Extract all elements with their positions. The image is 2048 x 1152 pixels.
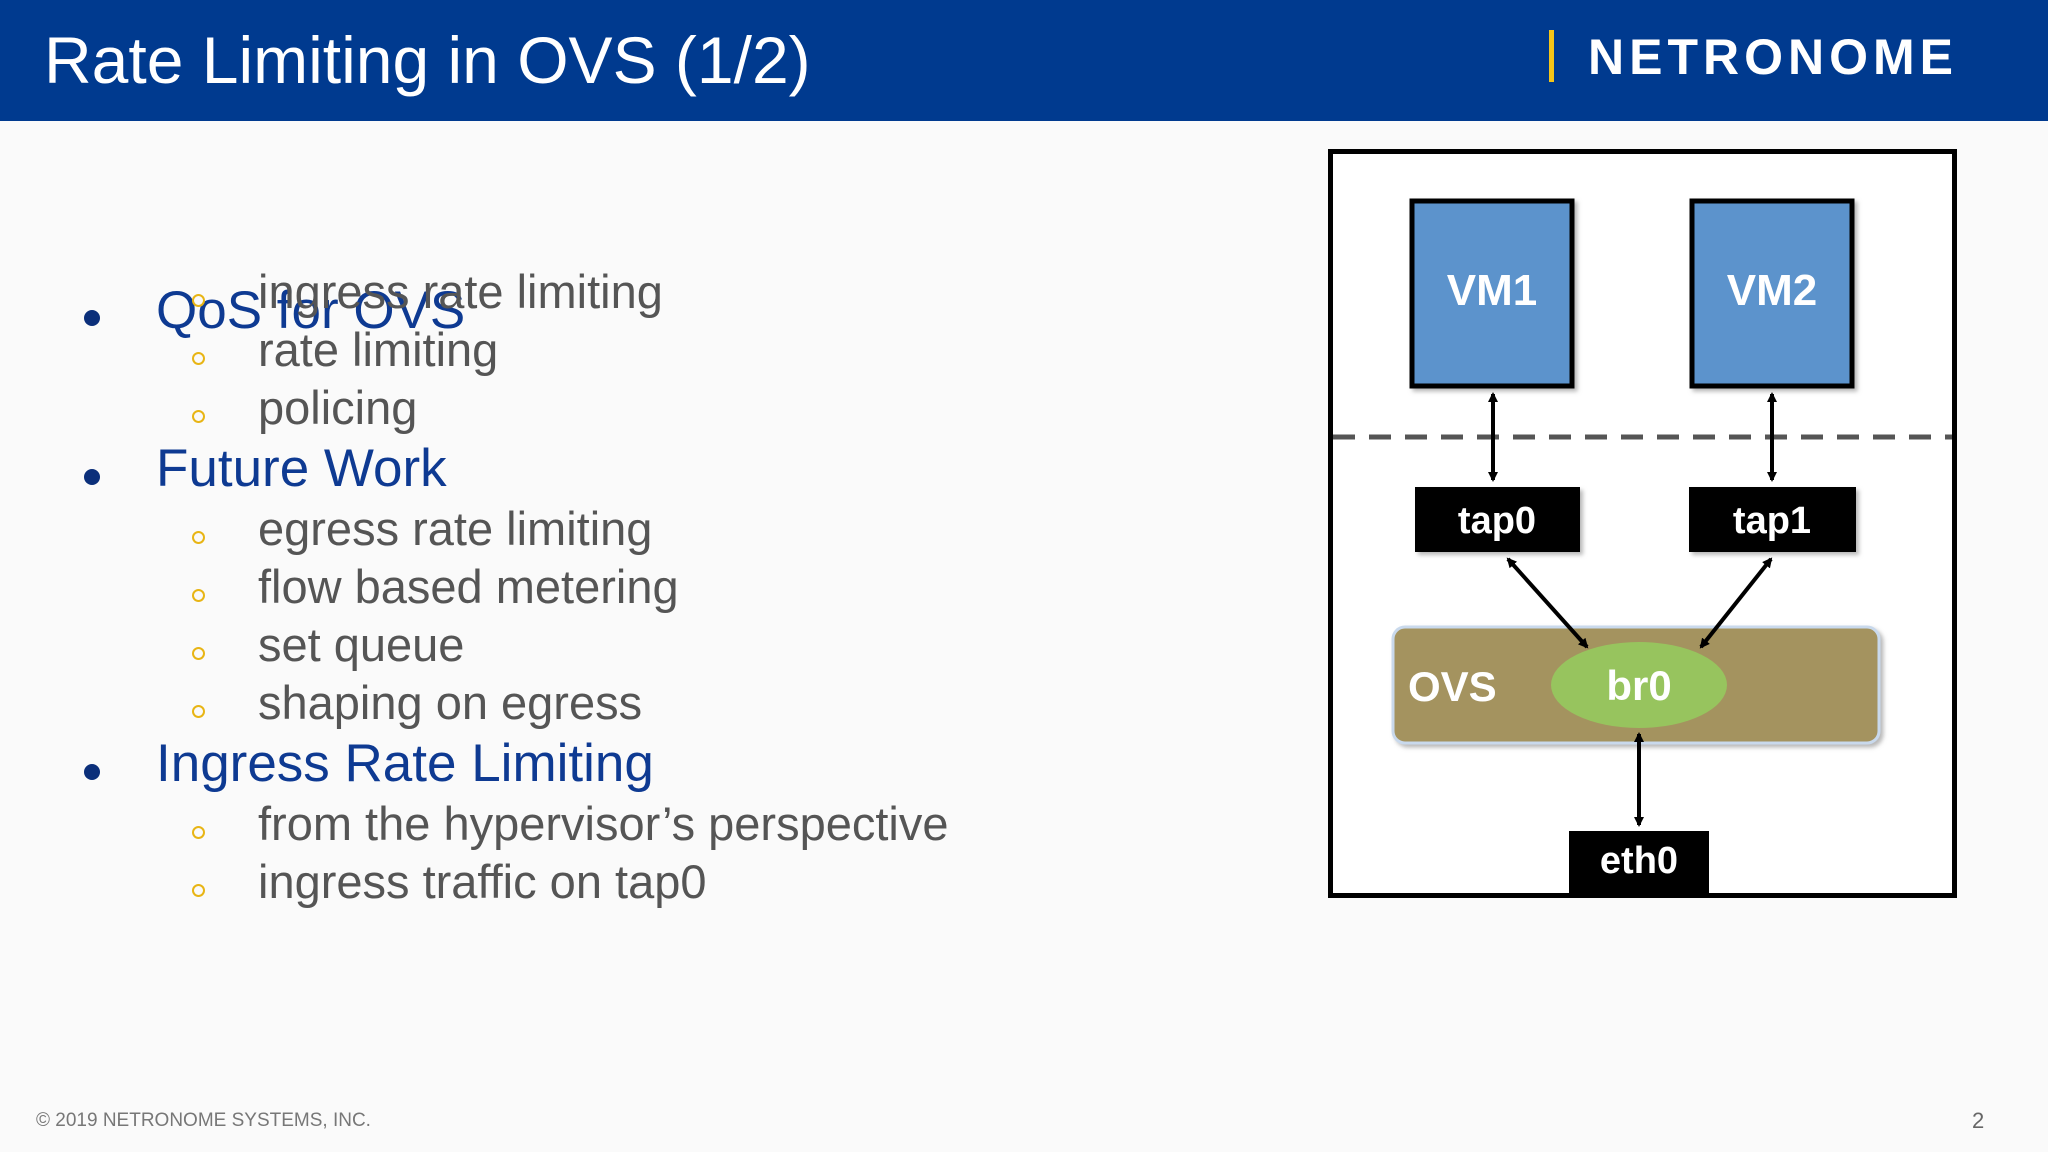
slide-header: Rate Limiting in OVS (1/2) NETRONOME xyxy=(0,0,2048,121)
ring-bullet-icon xyxy=(192,884,205,897)
page-number: 2 xyxy=(1972,1108,1985,1133)
ovs-label: OVS xyxy=(1408,663,1497,710)
tap0-box: tap0 xyxy=(1415,487,1580,552)
bullet-dot-icon xyxy=(84,469,100,485)
subbullet-text: flow based metering xyxy=(258,560,679,613)
bullet-dot-icon xyxy=(84,764,100,780)
subbullet-text: policing xyxy=(258,381,418,434)
br0-label: br0 xyxy=(1606,662,1671,709)
eth0-label: eth0 xyxy=(1600,840,1678,882)
tap0-br0-arrow xyxy=(1506,557,1589,649)
tap0-label: tap0 xyxy=(1458,500,1536,542)
vm2-label: VM2 xyxy=(1727,266,1817,315)
subbullet-text: egress rate limiting xyxy=(258,502,653,555)
ring-bullet-icon xyxy=(192,352,205,365)
slide-body: QoS for OVS ingress rate limiting rate l… xyxy=(0,121,2048,1152)
ring-bullet-icon xyxy=(192,589,205,602)
subbullet-text: set queue xyxy=(258,618,465,671)
ring-bullet-icon xyxy=(192,826,205,839)
eth0-box: eth0 xyxy=(1569,831,1709,893)
ring-bullet-icon xyxy=(192,410,205,423)
vm2-box: VM2 xyxy=(1689,198,1855,389)
ring-bullet-icon xyxy=(192,531,205,544)
ovs-bar: OVS br0 xyxy=(1391,625,1881,745)
vm1-label: VM1 xyxy=(1447,266,1537,315)
slide-title: Rate Limiting in OVS (1/2) xyxy=(44,23,811,97)
subbullet-text: ingress rate limiting xyxy=(258,265,663,318)
tap1-br0-arrow xyxy=(1699,557,1773,649)
bullet-dot-icon xyxy=(84,310,100,326)
subbullet-text: rate limiting xyxy=(258,323,499,376)
netronome-logo: NETRONOME xyxy=(1588,29,1958,85)
subbullet-text: shaping on egress xyxy=(258,676,643,729)
ring-bullet-icon xyxy=(192,705,205,718)
ovs-topology-diagram: VM1 VM2 tap0 tap1 OVS br0 xyxy=(1328,149,1957,898)
logo-divider xyxy=(1549,30,1554,82)
bullet-text: Future Work xyxy=(156,439,447,498)
copyright-footer: © 2019 NETRONOME SYSTEMS, INC. xyxy=(36,1110,371,1131)
bullet-text: QoS for OVS xyxy=(156,281,466,340)
subbullet-text: from the hypervisor’s perspective xyxy=(258,797,949,850)
bullet-text: Ingress Rate Limiting xyxy=(156,734,654,793)
ring-bullet-icon xyxy=(192,647,205,660)
tap1-box: tap1 xyxy=(1689,487,1856,552)
vm1-box: VM1 xyxy=(1409,198,1575,389)
ring-bullet-icon xyxy=(192,294,205,307)
tap1-label: tap1 xyxy=(1733,500,1811,542)
subbullet-text: ingress traffic on tap0 xyxy=(258,855,707,908)
